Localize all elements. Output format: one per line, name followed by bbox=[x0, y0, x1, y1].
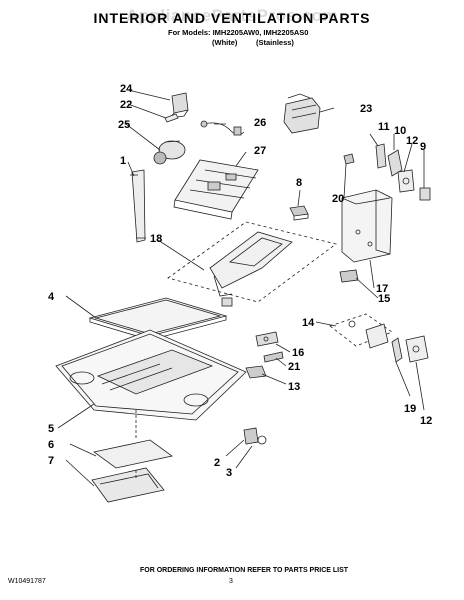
callout-14: 14 bbox=[302, 317, 315, 329]
callout-16: 16 bbox=[292, 347, 304, 359]
callout-23: 23 bbox=[360, 103, 372, 115]
part-10-switch bbox=[387, 149, 403, 177]
callout-21: 21 bbox=[288, 361, 300, 373]
part-19-pin bbox=[391, 337, 403, 363]
callout-19: 19 bbox=[404, 403, 416, 415]
part-14-bracket bbox=[329, 313, 393, 349]
callout-17: 17 bbox=[376, 283, 388, 295]
part-20-clip bbox=[343, 153, 355, 165]
callout-numbers: 24 22 25 26 23 11 10 12 9 1 27 8 20 18 1… bbox=[48, 83, 432, 479]
color-white-label: (White) bbox=[212, 38, 238, 47]
part-18-blower bbox=[167, 221, 337, 307]
callout-25: 25 bbox=[118, 119, 130, 131]
page-number: 3 bbox=[229, 578, 233, 585]
part-17-duct bbox=[341, 189, 393, 263]
part-8-block bbox=[289, 205, 309, 221]
part-22-screw bbox=[164, 113, 179, 123]
callout-6: 6 bbox=[48, 439, 54, 451]
callout-20: 20 bbox=[332, 193, 344, 205]
part-12-lower bbox=[405, 335, 429, 363]
callout-2: 2 bbox=[214, 457, 220, 469]
part-26-wire bbox=[200, 120, 245, 136]
callout-26: 26 bbox=[254, 117, 266, 129]
part-2-socket bbox=[243, 427, 267, 445]
color-stainless-label: (Stainless) bbox=[256, 38, 294, 47]
part-1-strip bbox=[130, 169, 146, 243]
callout-13: 13 bbox=[288, 381, 300, 393]
part-5-bottom-panel bbox=[55, 329, 247, 421]
callout-7: 7 bbox=[48, 455, 54, 467]
part-21-connector bbox=[263, 351, 284, 363]
ordering-note: FOR ORDERING INFORMATION REFER TO PARTS … bbox=[140, 567, 349, 574]
callout-10: 10 bbox=[394, 125, 406, 137]
callout-12-top: 12 bbox=[406, 135, 418, 147]
part-15-pad bbox=[339, 269, 359, 283]
callout-11: 11 bbox=[378, 121, 390, 133]
callout-24: 24 bbox=[120, 83, 133, 95]
callout-8: 8 bbox=[296, 177, 302, 189]
callout-3: 3 bbox=[226, 467, 232, 479]
callout-1: 1 bbox=[120, 155, 126, 167]
callout-12-bottom: 12 bbox=[420, 415, 432, 427]
part-9-thermal bbox=[419, 187, 431, 201]
callout-18: 18 bbox=[150, 233, 162, 245]
part-23-transformer bbox=[283, 93, 321, 134]
part-25-motor bbox=[153, 140, 186, 165]
part-11-switch bbox=[375, 143, 387, 169]
document-number: W10491787 bbox=[8, 578, 46, 585]
part-16-switch-block bbox=[255, 331, 279, 347]
models-line: For Models: IMH2205AW0, IMH2205AS0 bbox=[168, 28, 309, 37]
callout-22: 22 bbox=[120, 99, 132, 111]
page-title: INTERIOR AND VENTILATION PARTS bbox=[93, 10, 371, 26]
callout-9: 9 bbox=[420, 141, 426, 153]
part-13-block bbox=[245, 365, 267, 379]
part-12-fuse bbox=[397, 169, 415, 193]
part-6-cover bbox=[93, 439, 173, 469]
part-24-bracket bbox=[169, 92, 189, 119]
callout-15: 15 bbox=[378, 293, 390, 305]
watermark: AppliancePartsPros.com bbox=[125, 6, 339, 25]
callout-4: 4 bbox=[48, 291, 55, 303]
part-27-control-board bbox=[173, 159, 259, 220]
part-7-lens bbox=[91, 467, 165, 503]
callout-5: 5 bbox=[48, 423, 54, 435]
callout-27: 27 bbox=[254, 145, 266, 157]
